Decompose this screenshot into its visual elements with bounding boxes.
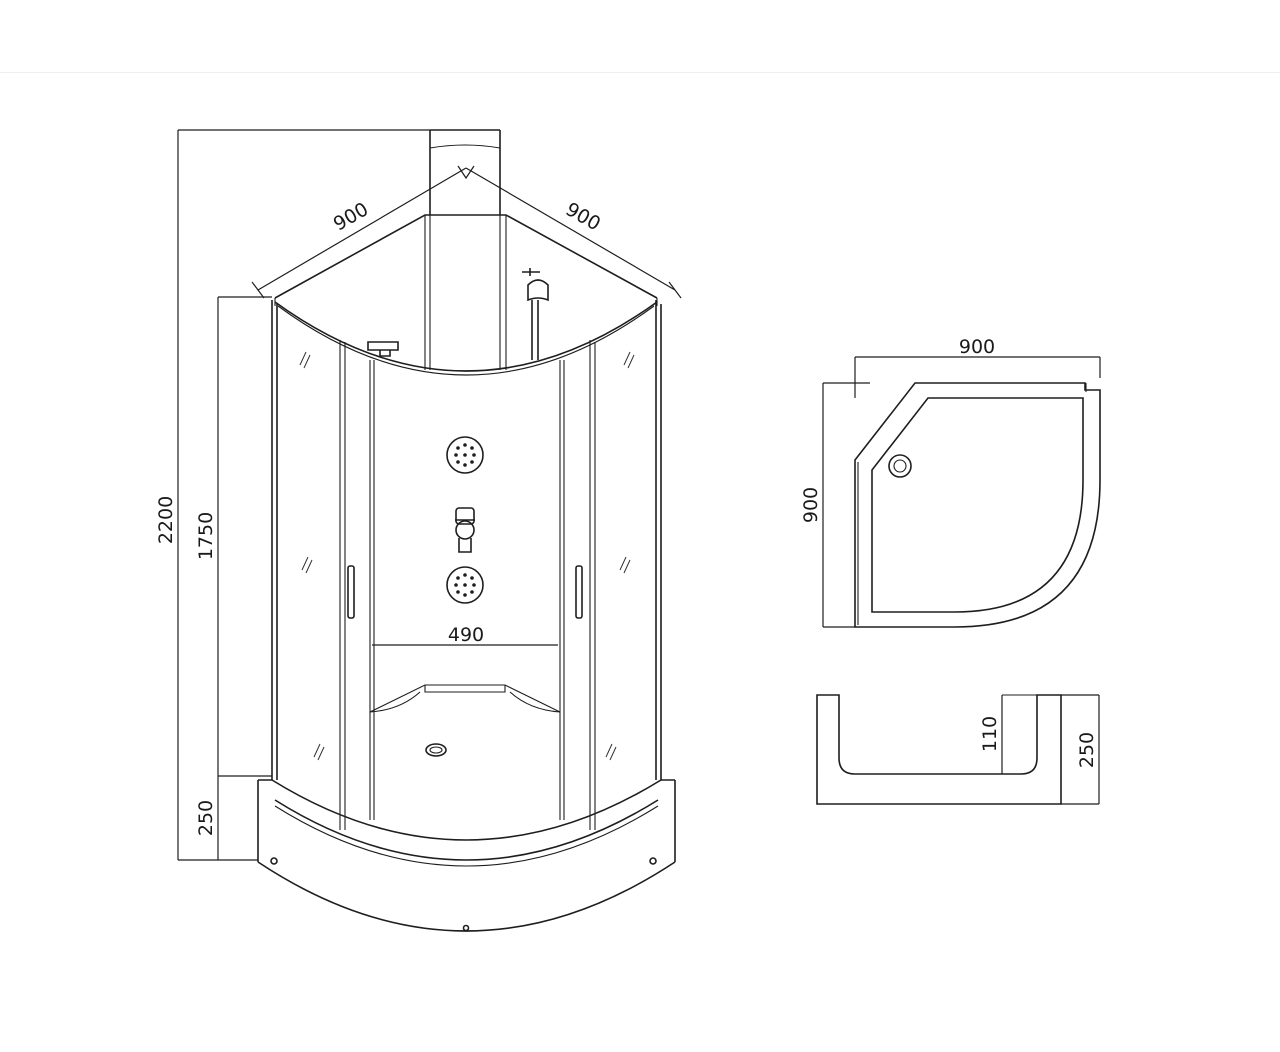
- dimension-tray-height: 250: [195, 776, 219, 860]
- label-left-width: 900: [330, 198, 372, 235]
- top-border-line: [0, 72, 1280, 73]
- label-tray-top-depth: 900: [800, 487, 822, 523]
- dimension-tray-section-height: 250: [1061, 694, 1100, 805]
- label-door-opening: 490: [448, 624, 484, 646]
- label-tray-top-width: 900: [959, 336, 995, 358]
- dimension-left-width: 900: [251, 167, 467, 299]
- dimension-tray-section-inner-depth: 110: [979, 695, 1003, 774]
- dimension-glass-height: 1750: [195, 296, 272, 777]
- label-total-height: 2200: [155, 496, 177, 544]
- shower-cabin-front-view: 2200 1750 250 900: [155, 129, 682, 932]
- label-tray-height: 250: [195, 800, 217, 836]
- label-glass-height: 1750: [195, 512, 217, 560]
- mixer-valve: [455, 507, 475, 553]
- door-handles: [347, 565, 583, 619]
- label-tray-section-height: 250: [1076, 732, 1098, 768]
- label-right-width: 900: [562, 198, 604, 235]
- top-faucet: [367, 341, 399, 357]
- dimension-right-width: 900: [457, 165, 682, 299]
- inner-tray: [369, 684, 561, 757]
- dimension-total-height: 2200: [155, 129, 430, 861]
- tray-section-view: 110 250: [816, 694, 1100, 805]
- dimension-tray-top-width: 900: [854, 336, 1101, 398]
- hand-shower: [522, 268, 549, 360]
- label-tray-section-inner-depth: 110: [979, 716, 1001, 752]
- cabin-roof: [274, 214, 658, 376]
- glass-reflections: [299, 351, 635, 761]
- dimension-door-opening: 490: [372, 624, 558, 646]
- cabin-frame-posts: [271, 300, 662, 830]
- dimension-tray-top-depth: 900: [800, 382, 870, 628]
- tray-top-view: 900 900: [800, 336, 1101, 628]
- rear-column: [424, 129, 507, 370]
- massage-jets: [446, 436, 484, 604]
- shower-tray-front: [257, 779, 676, 932]
